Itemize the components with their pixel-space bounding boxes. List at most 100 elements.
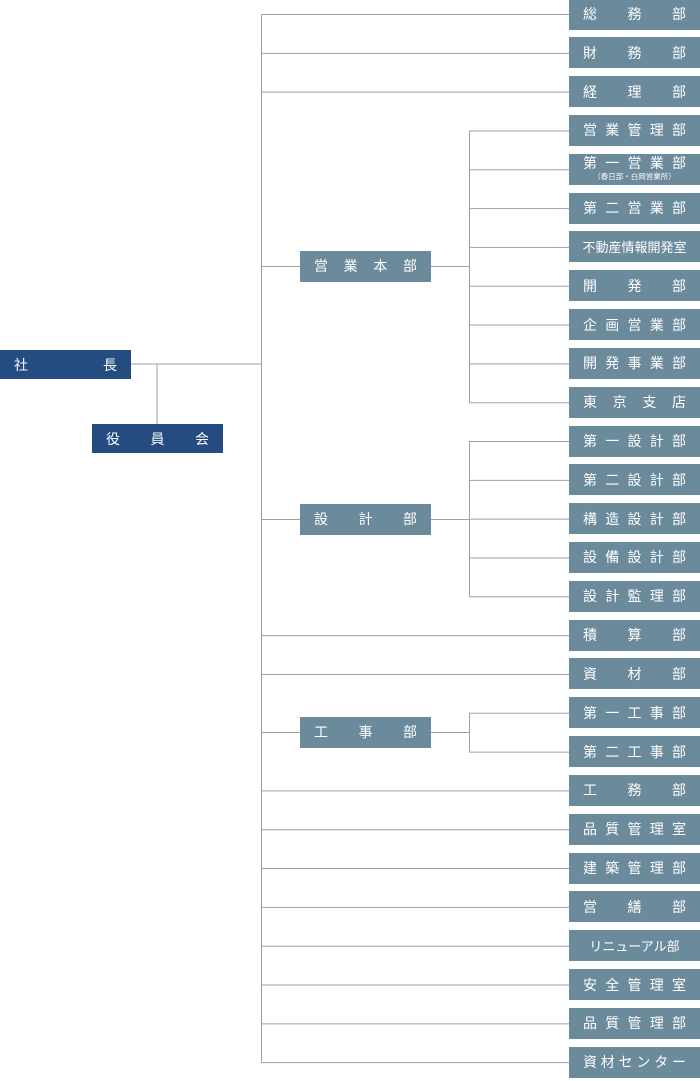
dept-label-char: 務 (627, 45, 642, 62)
dept-label-char: タ (654, 1055, 669, 1072)
president-char: 社 (14, 357, 28, 374)
dept-label-char: 営 (583, 123, 597, 140)
dept-label-char: 営 (627, 317, 642, 334)
dept-box: 第二設計部 (569, 464, 700, 496)
dept-label-char: 室 (672, 822, 686, 839)
board-label-char: 会 (195, 431, 209, 448)
dept-box: 営業管理部 (569, 114, 700, 146)
dept-label-char: 一 (605, 705, 620, 722)
dept-label-char: 業 (649, 356, 664, 373)
dept-label-char: 部 (672, 123, 686, 140)
dept-label: 安全管理室 (583, 975, 686, 995)
dept-label: 開発部 (583, 276, 686, 296)
dept-label: 第二設計部 (583, 470, 686, 490)
dept-label-char: 開 (583, 356, 597, 373)
dept-box: 設備設計部 (569, 541, 700, 573)
dept-label-char: 開 (583, 278, 597, 295)
dept-label-char: 繕 (627, 899, 642, 916)
dept-label-char: 計 (649, 472, 664, 489)
dept-label: 第一設計部 (583, 431, 686, 451)
dept-label-char: 画 (605, 317, 620, 334)
dept-label-char: 計 (649, 550, 664, 567)
dept-label-char: 質 (605, 822, 620, 839)
dept-label-char: 設 (627, 434, 642, 451)
division-box-koji: 工事部 (300, 716, 431, 748)
dept-label-char: 部 (672, 84, 686, 101)
dept-box: 経理部 (569, 76, 700, 108)
dept-label: 財務部 (583, 43, 686, 63)
dept-label: 品質管理室 (583, 819, 686, 839)
dept-label-char: 店 (671, 395, 686, 412)
dept-label-char: 管 (627, 123, 642, 140)
board-label-char: 員 (150, 431, 165, 448)
president-label: 社長 (14, 355, 117, 375)
dept-label-char: 計 (649, 434, 664, 451)
dept-label-char: 工 (627, 744, 642, 761)
dept-label-char: 部 (672, 201, 686, 218)
dept-label: 営繕部 (583, 897, 686, 917)
division-label-char: 部 (402, 259, 417, 275)
dept-label-char: 部 (672, 861, 686, 878)
dept-label-char: 管 (627, 861, 642, 878)
dept-label-char: 二 (605, 744, 620, 761)
dept-box: 企画営業部 (569, 309, 700, 341)
dept-label-char: 計 (605, 589, 620, 606)
dept-label-char: 材 (600, 1055, 615, 1072)
dept-label-char: 発 (627, 278, 642, 295)
dept-label-char: 二 (605, 201, 620, 218)
dept-label-char: 部 (672, 589, 686, 606)
dept-label-char: 積 (583, 628, 597, 645)
dept-label-char: セ (618, 1055, 633, 1072)
dept-label-char: 一 (605, 434, 620, 451)
dept-label-char: 品 (583, 822, 597, 839)
dept-box: 東京支店 (569, 386, 700, 418)
dept-label: 不動産情報開発室 (582, 241, 687, 257)
dept-label-char: 支 (642, 395, 657, 412)
dept-label-char: 造 (605, 511, 620, 528)
dept-label-char: 理 (627, 84, 642, 101)
dept-label: 営業管理部 (583, 120, 686, 140)
dept-box: 第一設計部 (569, 425, 700, 457)
dept-label-char: ー (671, 1055, 686, 1072)
division-label: 営業本部 (314, 256, 417, 276)
dept-label-char: 部 (672, 628, 686, 645)
division-label-char: 営 (314, 259, 328, 275)
dept-label-char: 部 (672, 278, 686, 295)
dept-label-char: 監 (627, 589, 642, 606)
dept-label-char: 業 (649, 156, 664, 173)
dept-label-char: 第 (583, 156, 597, 173)
dept-label-char: 設 (583, 589, 597, 606)
dept-label-char: 事 (649, 744, 664, 761)
division-label-char: 本 (373, 259, 388, 275)
dept-label-char: 京 (612, 395, 627, 412)
dept-label-char: 資 (583, 1055, 597, 1072)
dept-label: 東京支店 (583, 392, 686, 412)
division-label-char: 業 (343, 259, 358, 275)
dept-label-char: 設 (627, 550, 642, 567)
dept-label-char: 算 (627, 628, 642, 645)
dept-label: 工務部 (583, 780, 686, 800)
division-label-char: 事 (358, 725, 373, 741)
dept-label-char: 経 (583, 84, 597, 101)
dept-label: 設備設計部 (583, 547, 686, 567)
dept-label-char: 部 (672, 705, 686, 722)
dept-sublabel: （春日部・白岡営業所） (593, 172, 676, 182)
dept-label-char: 事 (627, 356, 642, 373)
dept-label-char: 安 (583, 977, 597, 994)
dept-label-char: 室 (672, 977, 686, 994)
dept-label-char: 理 (649, 822, 664, 839)
dept-box: 建築管理部 (569, 852, 700, 884)
dept-label-char: 設 (583, 550, 597, 567)
dept-label: 第一工事部 (583, 703, 686, 723)
dept-label-char: 総 (583, 7, 597, 23)
dept-label: 第一営業部 (583, 157, 686, 172)
board-box: 役員会 (92, 424, 223, 453)
division-label-char: 計 (358, 512, 373, 528)
dept-box: 総務部 (569, 0, 700, 30)
division-label-char: 部 (403, 512, 417, 528)
dept-label-char: 工 (583, 783, 597, 800)
dept-label-char: 第 (583, 744, 597, 761)
dept-label-char: 理 (649, 861, 664, 878)
dept-box: 営繕部 (569, 891, 700, 923)
dept-label-char: 財 (583, 45, 597, 62)
